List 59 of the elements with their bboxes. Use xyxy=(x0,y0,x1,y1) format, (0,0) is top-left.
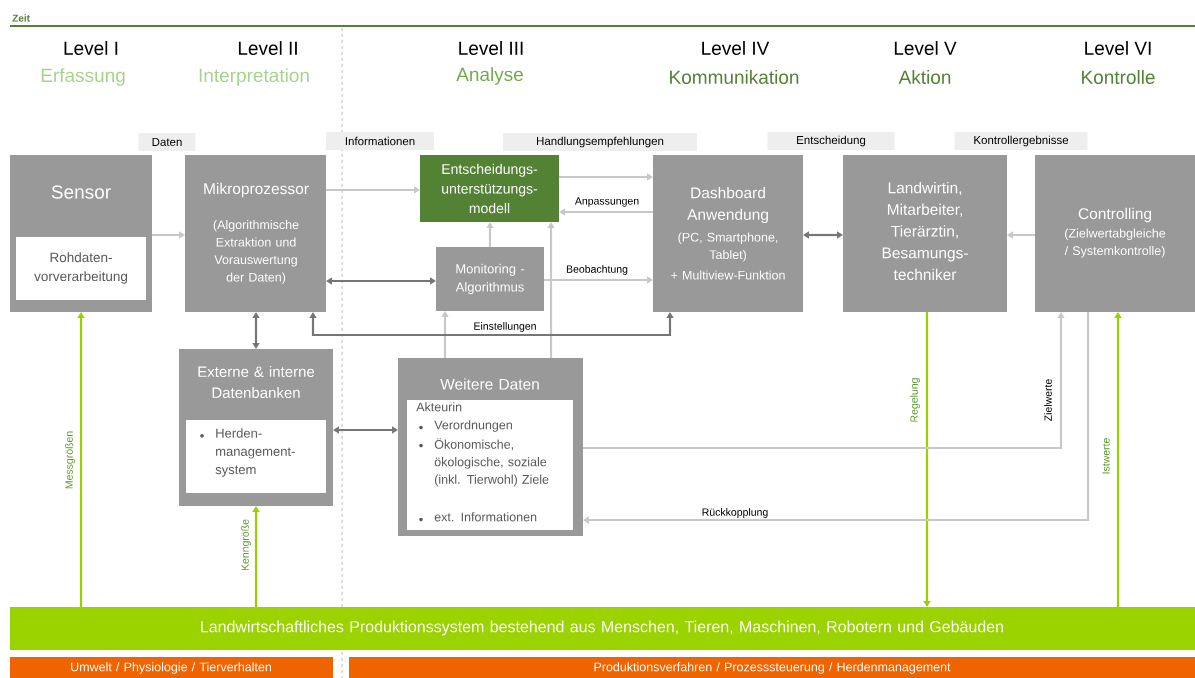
level-heading: Level IV xyxy=(702,41,770,55)
arrow xyxy=(803,231,843,239)
level-heading: Level V xyxy=(894,41,957,55)
level-subtitle: Erfassung xyxy=(41,68,125,86)
level-subtitle: Kontrolle xyxy=(1082,70,1155,84)
edge-label: Messgrößen xyxy=(64,429,76,491)
edge-label: Anpassungen xyxy=(573,196,641,208)
process-box: Dashboard Anwendung (PC, Smartphone, Tablet) + Multiview-Funktion xyxy=(653,155,803,312)
arrow xyxy=(486,222,494,247)
level-subtitle: Aktion xyxy=(898,70,951,84)
arrow xyxy=(252,506,260,607)
edge-label: Regelung xyxy=(909,376,921,424)
model-box: Entscheidungs- unterstützungs- modell xyxy=(420,155,559,222)
level-heading: Level VI xyxy=(1085,41,1151,55)
arrow xyxy=(152,231,185,239)
arrow xyxy=(77,312,85,607)
edge-label: Istwerte xyxy=(1101,436,1111,476)
edge-label: Zielwerte xyxy=(1043,377,1053,423)
tag-label: Daten xyxy=(138,133,196,151)
text-box: Akteurin Verordnungen Ökonomische, ökologische, soziale (inkl. Tierwohl) Ziele ext. Informationen xyxy=(407,400,573,530)
edge-label: Kenngröße xyxy=(240,518,252,572)
level-heading: Level I xyxy=(64,41,118,55)
process-box: Mikroprozessor (Algorithmische Extraktion und Vorauswertung der Daten) xyxy=(185,155,326,312)
text-box: Rohdaten- vorverarbeitung xyxy=(16,237,146,300)
process-box: Controlling (Zielwertabgleiche / Systemkontrolle) xyxy=(1035,155,1195,312)
arrow xyxy=(1114,312,1122,607)
arrow xyxy=(333,426,398,434)
arrow xyxy=(252,312,260,349)
level-heading: Level III xyxy=(459,41,523,55)
arrow xyxy=(547,222,555,358)
axis-label: Zeit xyxy=(12,14,30,22)
arrow xyxy=(559,208,653,216)
category-band: Umwelt / Physiologie / Tierverhalten xyxy=(10,657,333,678)
system-band: Landwirtschaftliches Produktionssystem bestehend aus Menschen, Tieren, Maschinen, Robotern und Gebäuden xyxy=(10,607,1195,650)
arrow xyxy=(309,312,674,337)
text-box: Herden- management- system xyxy=(186,420,326,493)
tag-label: Entscheidung xyxy=(767,132,895,150)
tag-label: Kontrollergebnisse xyxy=(954,132,1088,150)
level-subtitle: Kommunikation xyxy=(670,70,799,84)
process-box: Monitoring - Algorithmus xyxy=(436,247,544,311)
edge-label: Beobachtung xyxy=(565,264,629,276)
arrow xyxy=(583,312,1065,450)
edge-label: Rückkopplung xyxy=(700,507,770,519)
arrow xyxy=(923,312,931,607)
level-subtitle: Analyse xyxy=(456,67,523,85)
arrow xyxy=(1007,231,1035,239)
tag-label: Handlungsempfehlungen xyxy=(503,133,697,151)
arrow xyxy=(441,311,449,358)
process-box: Landwirtin, Mitarbeiter, Tierärztin, Besamungs- techniker xyxy=(843,155,1007,312)
arrow xyxy=(583,312,1090,524)
category-band: Produktionsverfahren / Prozesssteuerung / Herdenmanagement xyxy=(349,657,1195,678)
arrow xyxy=(544,276,653,284)
edge-label: Einstellungen xyxy=(472,321,538,333)
level-heading: Level II xyxy=(238,41,297,55)
level-subtitle: Interpretation xyxy=(199,68,309,86)
arrow xyxy=(326,277,436,285)
arrow xyxy=(326,186,420,194)
tag-label: Informationen xyxy=(326,132,434,150)
arrow xyxy=(559,173,653,181)
